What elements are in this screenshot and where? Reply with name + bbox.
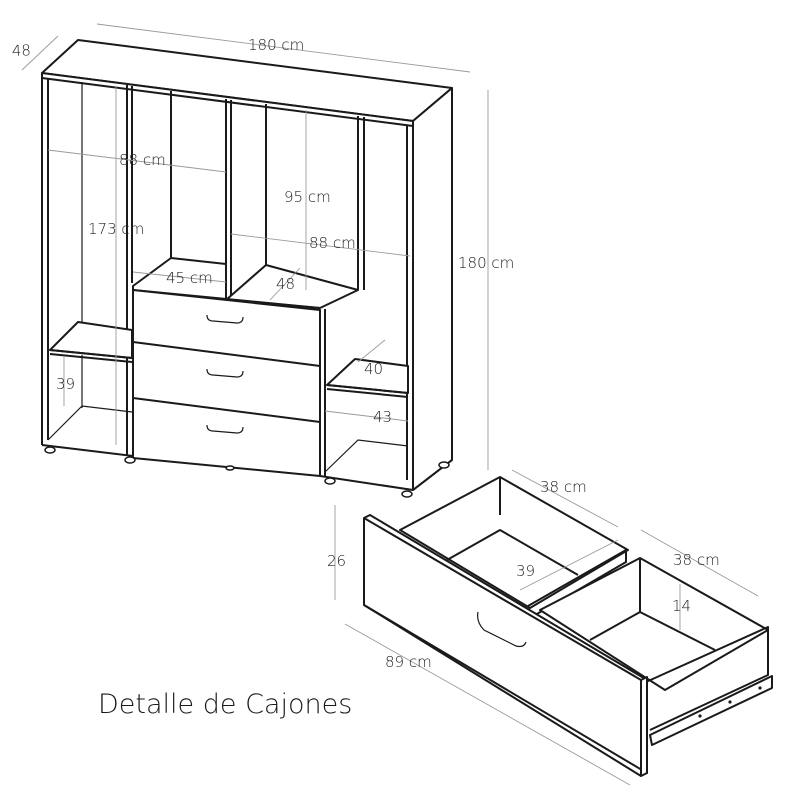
foot — [401, 490, 413, 498]
foot — [44, 446, 56, 454]
drawer-2-height-label: 14 — [672, 597, 691, 615]
foot — [324, 477, 336, 485]
drawer-detail — [363, 476, 773, 777]
depth-label: 48 — [12, 41, 32, 60]
foot — [124, 456, 136, 464]
hanging-height-right-label: 95 cm — [284, 188, 331, 206]
drawer-handle-icon — [477, 611, 527, 648]
diagram-title: Detalle de Cajones — [98, 689, 352, 720]
height-label: 180 cm — [458, 254, 514, 272]
left-shelf-height-label: 39 — [56, 375, 75, 393]
chest-top-width-label: 45 cm — [166, 269, 213, 287]
drawer-front-height-label: 26 — [327, 552, 346, 570]
drawer-2-depth-label: 38 cm — [673, 551, 720, 569]
chest-top-depth-label: 48 — [276, 275, 295, 293]
wardrobe — [41, 39, 453, 498]
drawer-front-width-label: 89 cm — [385, 653, 432, 671]
wardrobe-dimensions: 48 180 cm 180 cm 173 cm 88 cm 95 cm 88 c… — [12, 23, 514, 470]
chest-front — [132, 289, 321, 477]
left-shelf — [49, 321, 133, 359]
right-side-panel — [412, 87, 453, 491]
right-shelf-width-label: 43 — [373, 408, 392, 426]
drawer-handle-icon — [206, 368, 244, 378]
drawer-box-1 — [399, 476, 629, 609]
width-label: 180 cm — [248, 36, 304, 54]
drawer-1-depth-label: 38 cm — [540, 478, 587, 496]
hanging-width-right-label: 88 cm — [309, 234, 356, 252]
drawer-dimensions: 26 89 cm 38 cm 39 38 cm 14 — [327, 469, 759, 786]
inner-height-left-label: 173 cm — [88, 220, 144, 238]
foot — [225, 465, 235, 471]
drawer-slide-rail — [649, 675, 773, 746]
hanging-width-left-label: 88 cm — [119, 151, 166, 169]
drawer-1-width-label: 39 — [516, 562, 535, 580]
drawer-handle-icon — [206, 314, 244, 324]
foot — [438, 461, 450, 469]
drawer-handle-icon — [206, 424, 244, 434]
right-shelf-depth-label: 40 — [364, 360, 383, 378]
